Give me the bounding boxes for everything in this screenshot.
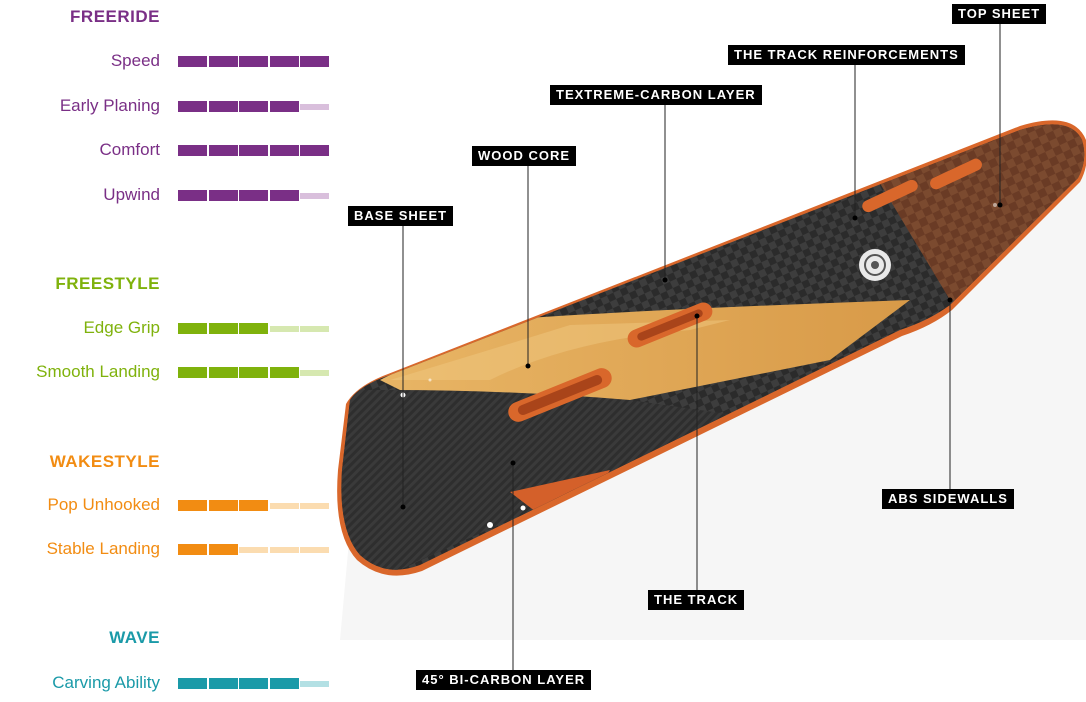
rating-segment-filled xyxy=(239,500,268,511)
stat-row-speed: Speed xyxy=(0,50,340,72)
stat-row-smooth-landing: Smooth Landing xyxy=(0,361,340,383)
rating-segment-filled xyxy=(239,678,268,689)
stat-label: Upwind xyxy=(103,185,160,204)
rating-segment-filled xyxy=(178,56,207,67)
stat-label: Early Planing xyxy=(59,96,160,115)
rating-segment-filled xyxy=(269,145,299,156)
callout-base-sheet: BASE SHEET xyxy=(348,206,454,226)
rating-segment-filled xyxy=(300,56,329,67)
stat-row-pop-unhooked: Pop Unhooked xyxy=(0,494,340,516)
stat-row-comfort: Comfort xyxy=(0,139,340,161)
rating-segment-empty xyxy=(269,503,299,509)
rating-segment-filled xyxy=(208,56,238,67)
leader-lines xyxy=(402,20,1001,671)
rating-segment-filled xyxy=(178,101,207,112)
callout-textreme-carbon-layer: TEXTREME-CARBON LAYER xyxy=(550,85,762,105)
track-insert-4 xyxy=(930,158,982,190)
wave-title: WAVE xyxy=(109,628,160,647)
rating-segment-empty xyxy=(239,547,268,553)
callout-abs-sidewalls: ABS SIDEWALLS xyxy=(882,489,1014,509)
rating-segment-filled xyxy=(178,544,207,555)
stat-row-carving-ability: Carving Ability xyxy=(0,672,340,694)
rating-segment-empty xyxy=(269,547,299,553)
rating-segment-filled xyxy=(178,145,207,156)
rating-segment-empty xyxy=(300,104,329,110)
callout-wood-core: WOOD CORE xyxy=(472,146,577,166)
rating-segment-empty xyxy=(300,370,329,376)
kiteboard-diagram: TOP SHEET THE TRACK REINFORCEMENTS TEXTR… xyxy=(330,0,1086,697)
stat-label: Comfort xyxy=(99,140,160,159)
rating-segment-filled xyxy=(208,500,238,511)
callout-bi-carbon-layer: 45° BI-CARBON LAYER xyxy=(416,670,592,690)
brand-logo xyxy=(859,249,891,281)
stat-label: Pop Unhooked xyxy=(47,495,160,514)
callout-the-track: THE TRACK xyxy=(648,590,745,610)
rating-segment-filled xyxy=(178,500,207,511)
rating-segment-filled xyxy=(208,678,238,689)
rating-segment-filled xyxy=(208,190,238,201)
rating-segment-filled xyxy=(208,145,238,156)
callout-top-sheet: TOP SHEET xyxy=(952,4,1047,24)
rating-segment-filled xyxy=(239,367,268,378)
rating-segment-filled xyxy=(269,190,299,201)
rating-segment-filled xyxy=(178,678,207,689)
callout-track-reinforcements: THE TRACK REINFORCEMENTS xyxy=(728,45,965,65)
rating-segment-filled xyxy=(239,190,268,201)
rating-segment-empty xyxy=(269,326,299,332)
freeride-title: FREERIDE xyxy=(70,7,160,26)
rating-segment-filled xyxy=(269,101,299,112)
stat-label: Smooth Landing xyxy=(36,362,160,381)
wakestyle-title: WAKESTYLE xyxy=(49,452,160,471)
stat-row-edge-grip: Edge Grip xyxy=(0,317,340,339)
freestyle-title: FREESTYLE xyxy=(55,274,160,293)
rating-segment-filled xyxy=(300,145,329,156)
rating-segment-empty xyxy=(300,193,329,199)
rating-segment-filled xyxy=(239,56,268,67)
rating-segment-filled xyxy=(269,678,299,689)
stat-label: Stable Landing xyxy=(46,539,160,558)
rating-segment-filled xyxy=(239,145,268,156)
rating-segment-filled xyxy=(239,323,268,334)
rating-segment-filled xyxy=(178,323,207,334)
stat-label: Edge Grip xyxy=(83,318,160,337)
rating-segment-empty xyxy=(300,681,329,687)
rating-panel: FREERIDE Speed Early Planing Comfort Upw… xyxy=(0,0,340,697)
rating-segment-filled xyxy=(208,323,238,334)
stat-row-stable-landing: Stable Landing xyxy=(0,538,340,560)
rating-segment-filled xyxy=(178,190,207,201)
rating-segment-filled xyxy=(208,367,238,378)
track-insert-2 xyxy=(627,302,713,348)
rating-segment-filled xyxy=(208,544,238,555)
stat-row-upwind: Upwind xyxy=(0,184,340,206)
rating-segment-filled xyxy=(269,56,299,67)
rating-segment-filled xyxy=(269,367,299,378)
rating-segment-empty xyxy=(300,547,329,553)
rating-segment-empty xyxy=(300,503,329,509)
track-insert-3 xyxy=(862,179,918,213)
rating-segment-filled xyxy=(208,101,238,112)
rating-segment-filled xyxy=(178,367,207,378)
stat-row-early-planing: Early Planing xyxy=(0,95,340,117)
stat-label: Speed xyxy=(110,51,160,70)
rating-segment-filled xyxy=(239,101,268,112)
track-insert-1 xyxy=(508,368,612,422)
stat-label: Carving Ability xyxy=(52,673,160,692)
rating-segment-empty xyxy=(300,326,329,332)
